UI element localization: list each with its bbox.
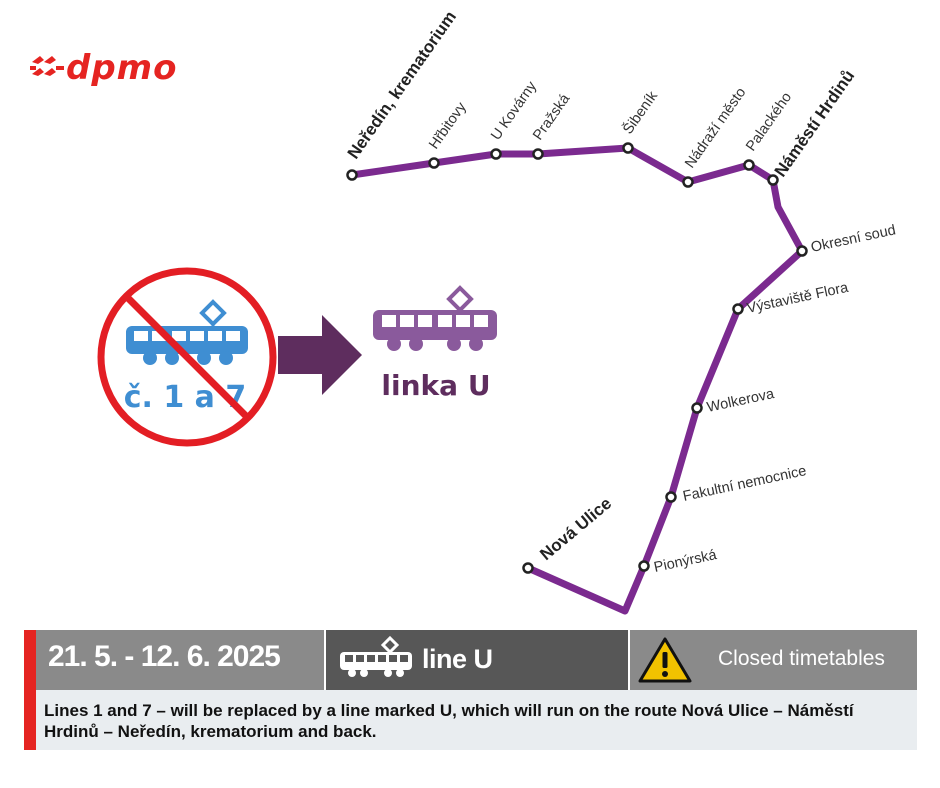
description-panel: Lines 1 and 7 – will be replaced by a li… bbox=[36, 690, 917, 750]
stop-label: Nádraží město bbox=[682, 85, 749, 171]
stop-label: Okresní soud bbox=[810, 222, 898, 256]
timetable-status-cell: Closed timetables bbox=[630, 630, 917, 690]
warning-triangle-icon bbox=[638, 637, 692, 683]
stop-label: Wolkerova bbox=[706, 386, 777, 416]
line-name: line U bbox=[422, 644, 493, 674]
description-text: Lines 1 and 7 – will be replaced by a li… bbox=[44, 701, 854, 741]
date-range: 21. 5. - 12. 6. 2025 bbox=[48, 640, 281, 673]
route-map: Neředín, krematorium Hřbitovy U Kovárny … bbox=[97, 7, 897, 615]
new-line-label: linka U bbox=[381, 369, 490, 402]
accent-bar bbox=[24, 630, 36, 750]
route-line bbox=[348, 144, 806, 615]
stop-okresni-soud[interactable]: Okresní soud bbox=[796, 222, 898, 257]
tram-icon bbox=[340, 635, 412, 677]
line-cell: line U bbox=[326, 630, 628, 690]
stop-nered-krematorium[interactable]: Neředín, krematorium bbox=[344, 7, 460, 181]
stop-nova-ulice[interactable]: Nová Ulice bbox=[522, 494, 616, 574]
stop-fakultni-nemocnice[interactable]: Fakultní nemocnice bbox=[665, 463, 808, 505]
stop-label: Fakultní nemocnice bbox=[682, 463, 808, 505]
timetable-status: Closed timetables bbox=[718, 647, 885, 670]
info-bar: 21. 5. - 12. 6. 2025 line U bbox=[24, 630, 917, 750]
tram-old-icon bbox=[126, 299, 248, 365]
stop-namesti-hrdinu[interactable]: Náměstí Hrdinů bbox=[767, 66, 859, 186]
tram-new-icon bbox=[373, 285, 497, 351]
dpmo-logo-text: dpmo bbox=[66, 48, 178, 88]
stop-u-kovarny[interactable]: U Kovárny bbox=[488, 78, 541, 160]
dpmo-logo: dpmo bbox=[30, 48, 190, 88]
stop-label: Pionýrská bbox=[653, 547, 720, 576]
stop-label: Pražská bbox=[530, 90, 574, 143]
stop-label: Šibeník bbox=[619, 87, 661, 137]
dpmo-logo-mark-icon bbox=[30, 56, 64, 76]
stop-label: Nová Ulice bbox=[536, 494, 615, 564]
stop-label: Hřbitovy bbox=[426, 99, 470, 152]
prohibition-circle-icon bbox=[97, 267, 277, 447]
route-stops: Neředín, krematorium Hřbitovy U Kovárny … bbox=[344, 7, 897, 575]
stop-sibenik[interactable]: Šibeník bbox=[619, 87, 661, 154]
arrow-right-icon bbox=[278, 315, 362, 395]
prohibition-slash-icon bbox=[123, 293, 251, 421]
new-line-u: linka U bbox=[373, 285, 497, 402]
old-lines-prohibition: č. 1 a 7 bbox=[97, 267, 277, 447]
stop-label: Náměstí Hrdinů bbox=[771, 66, 859, 180]
dates-cell: 21. 5. - 12. 6. 2025 bbox=[36, 630, 324, 690]
stop-prazska[interactable]: Pražská bbox=[530, 90, 574, 160]
